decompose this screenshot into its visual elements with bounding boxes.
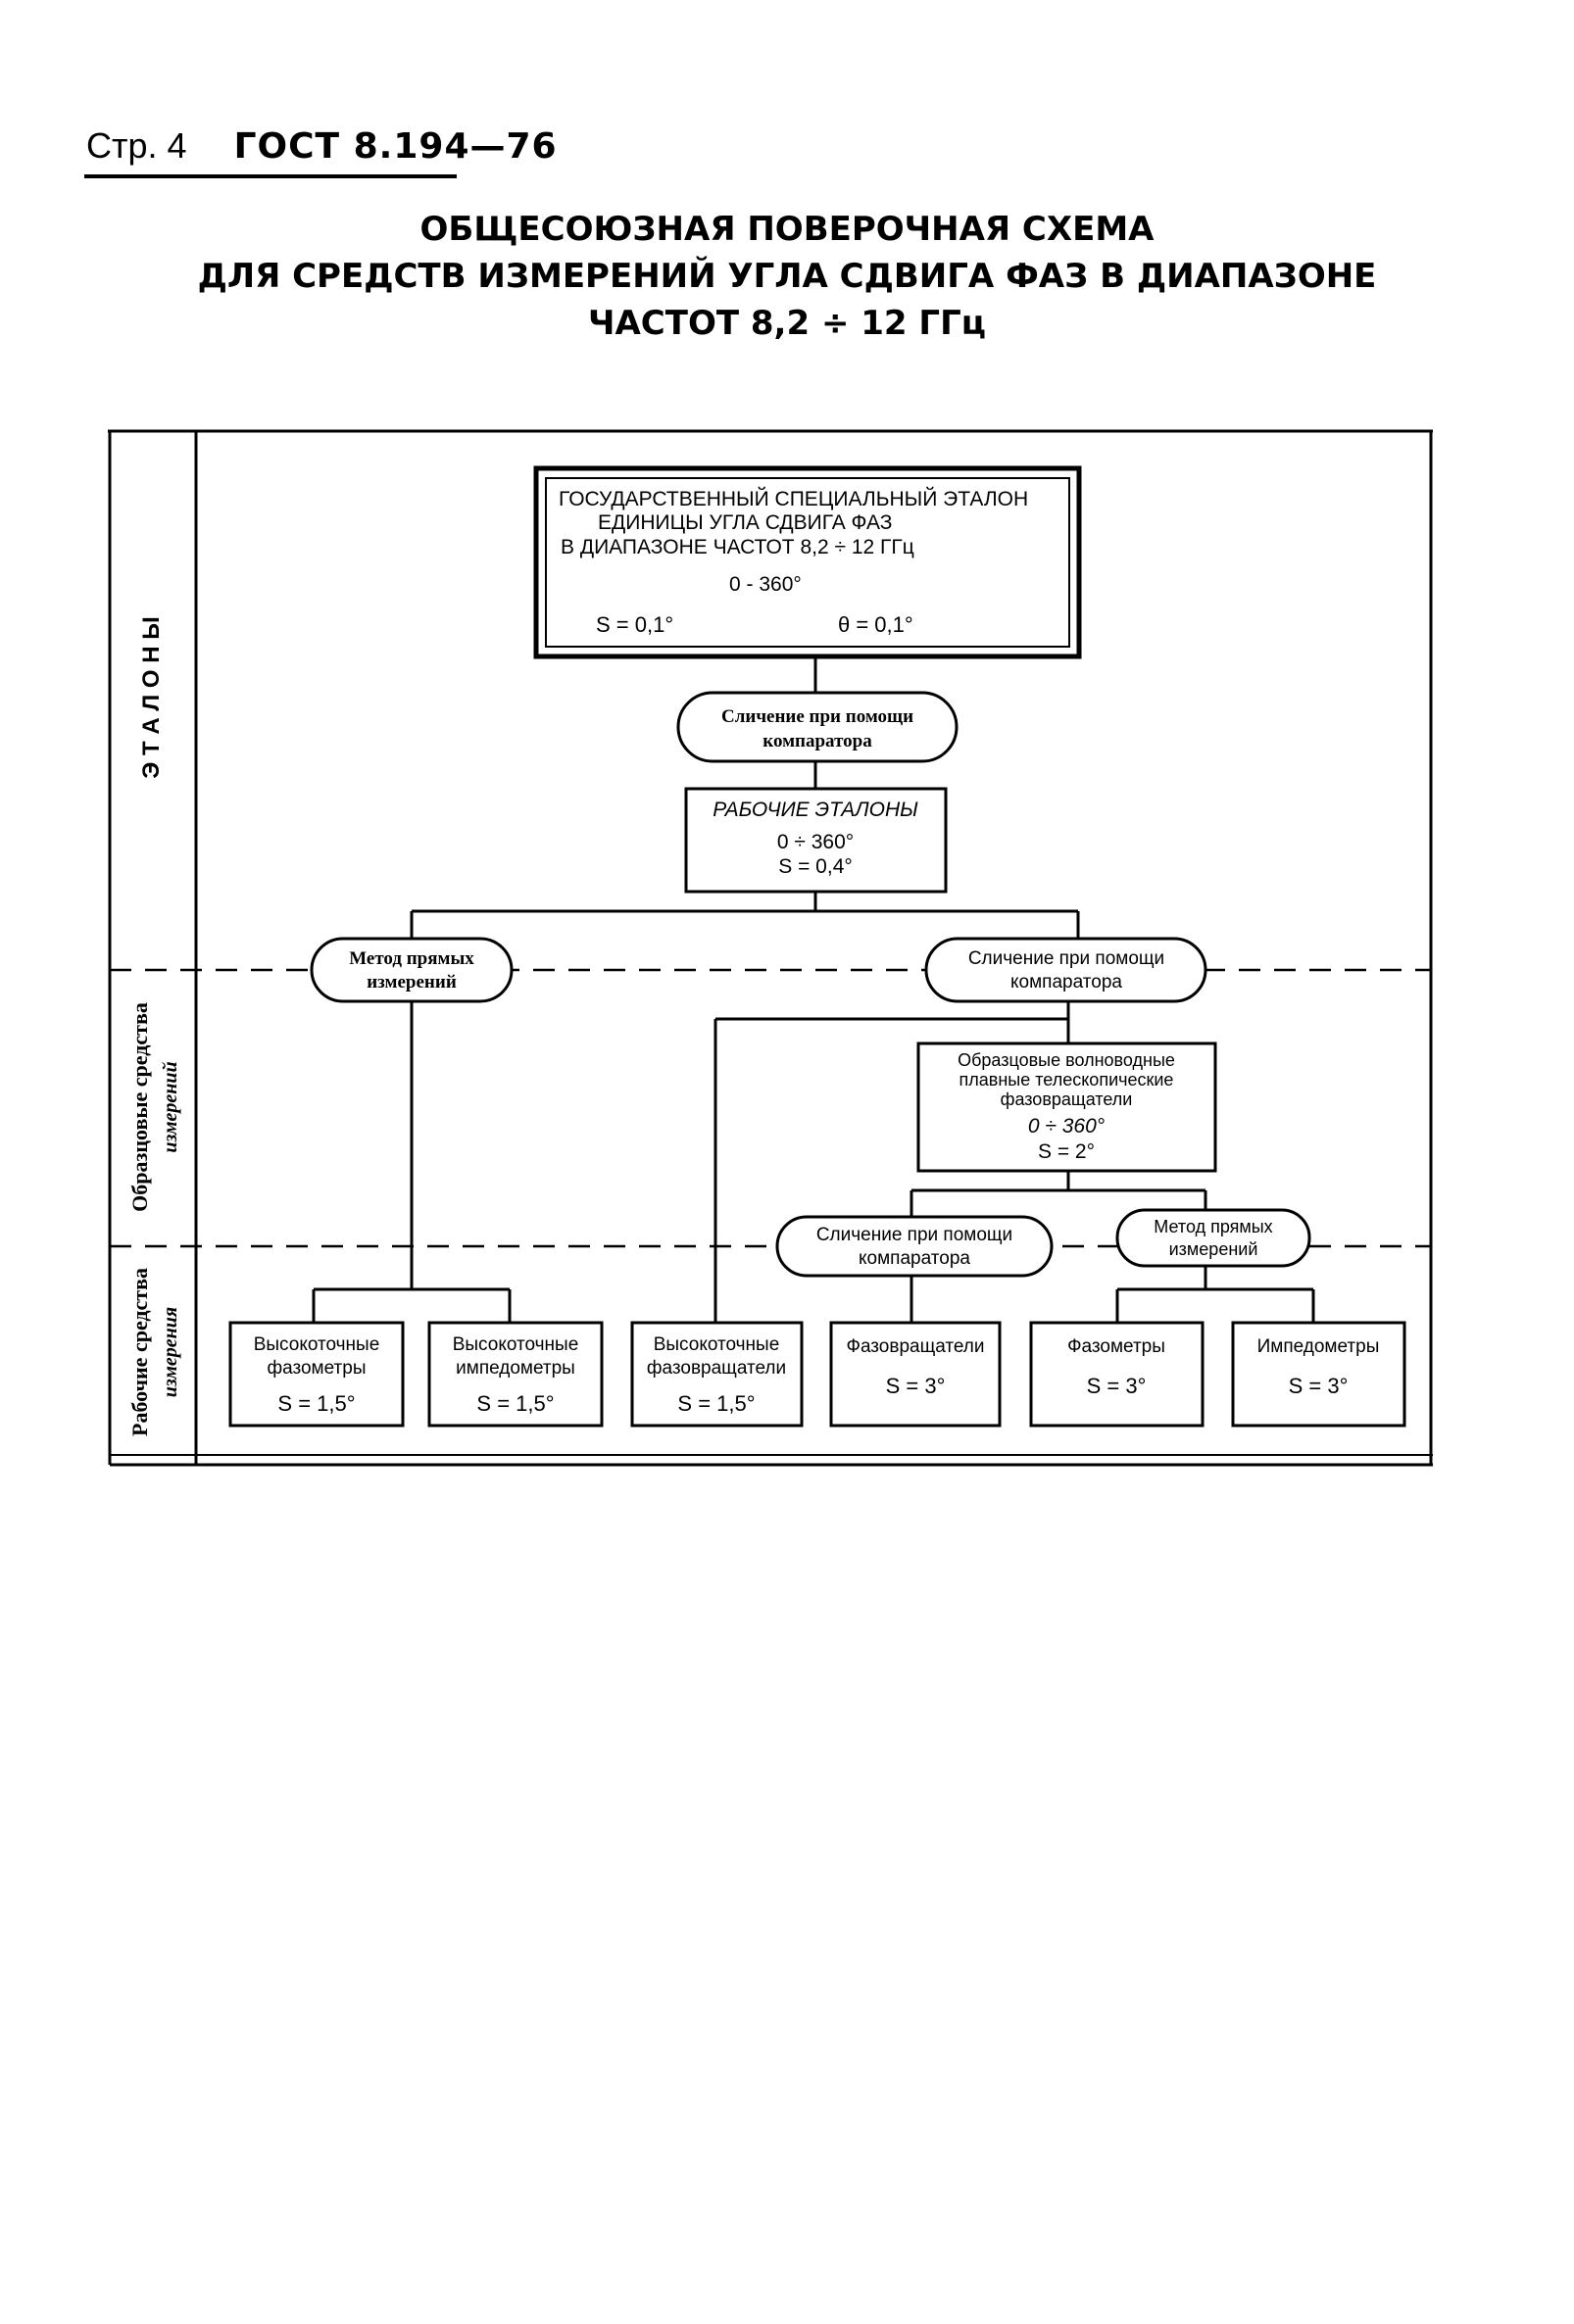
page-number: Стр. 4 bbox=[86, 125, 187, 166]
instrument-5-s: S = 3° bbox=[1087, 1374, 1147, 1398]
state-standard-range: 0 - 360° bbox=[729, 573, 802, 596]
comparison-3-line-1: Сличение при помощи bbox=[816, 1225, 1012, 1245]
working-standards-s: S = 0,4° bbox=[778, 855, 853, 878]
comparison-node-1: Сличение при помощи компаратора bbox=[676, 691, 959, 763]
direct-method-1-line-1: Метод прямых bbox=[349, 948, 474, 969]
instrument-4-s: S = 3° bbox=[886, 1374, 946, 1398]
working-standards-title: РАБОЧИЕ ЭТАЛОНЫ bbox=[713, 799, 918, 821]
header-rule bbox=[84, 174, 457, 178]
title-line-2: ДЛЯ СРЕДСТВ ИЗМЕРЕНИЙ УГЛА СДВИГА ФАЗ В … bbox=[197, 257, 1377, 296]
instrument-4-line-1: Фазовращатели bbox=[847, 1336, 985, 1357]
instrument-box-6: Импедометры S = 3° bbox=[1231, 1321, 1406, 1428]
direct-method-1-line-2: измерений bbox=[367, 972, 457, 993]
instrument-2-line-1: Высокоточные bbox=[453, 1334, 579, 1355]
direct-method-2-line-1: Метод прямых bbox=[1154, 1217, 1272, 1236]
instrument-6-line-1: Импедометры bbox=[1257, 1336, 1380, 1357]
state-standard-line-1: ГОСУДАРСТВЕННЫЙ СПЕЦИАЛЬНЫЙ ЭТАЛОН bbox=[559, 487, 1028, 510]
comparison-node-3: Сличение при помощи компаратора bbox=[775, 1215, 1054, 1278]
instrument-3-line-1: Высокоточные bbox=[654, 1334, 780, 1355]
comparison-1-line-2: компаратора bbox=[762, 731, 872, 751]
instrument-1-s: S = 1,5° bbox=[277, 1391, 355, 1416]
state-standard-line-3: В ДИАПАЗОНЕ ЧАСТОТ 8,2 ÷ 12 ГГц bbox=[561, 536, 914, 558]
instrument-2-s: S = 1,5° bbox=[476, 1391, 554, 1416]
instrument-1-line-1: Высокоточные bbox=[254, 1334, 380, 1355]
reference-shifters-line-2: плавные телескопические bbox=[959, 1070, 1174, 1089]
diagram-frame bbox=[108, 429, 1433, 1467]
section-dividers bbox=[110, 968, 1431, 1248]
instrument-6-s: S = 3° bbox=[1289, 1374, 1349, 1398]
reference-phase-shifters-box: Образцовые волноводные плавные телескопи… bbox=[916, 1041, 1217, 1173]
instrument-box-3: Высокоточные фазовращатели S = 1,5° bbox=[630, 1321, 804, 1428]
direct-method-node-1: Метод прямых измерений bbox=[310, 937, 514, 1003]
instrument-5-line-1: Фазометры bbox=[1067, 1336, 1165, 1357]
connector-lines bbox=[312, 656, 1315, 1323]
section-label-etalons: Э Т А Л О Н Ы bbox=[138, 616, 165, 778]
title-line-3: ЧАСТОТ 8,2 ÷ 12 ГГц bbox=[588, 304, 986, 343]
instrument-3-line-2: фазовращатели bbox=[647, 1358, 786, 1379]
section-label-working-2: измерения bbox=[160, 1307, 181, 1397]
instrument-box-2: Высокоточные импедометры S = 1,5° bbox=[427, 1321, 604, 1428]
comparison-3-line-2: компаратора bbox=[859, 1248, 970, 1269]
document-title: ОБЩЕСОЮЗНАЯ ПОВЕРОЧНАЯ СХЕМА ДЛЯ СРЕДСТВ… bbox=[0, 206, 1574, 347]
state-special-standard-box: ГОСУДАРСТВЕННЫЙ СПЕЦИАЛЬНЫЙ ЭТАЛОН ЕДИНИ… bbox=[533, 465, 1082, 659]
instrument-2-line-2: импедометры bbox=[456, 1358, 575, 1379]
section-label-reference-2: измерений bbox=[160, 1061, 181, 1152]
reference-shifters-line-3: фазовращатели bbox=[1001, 1089, 1133, 1109]
comparison-1-line-1: Сличение при помощи bbox=[721, 706, 913, 727]
section-label-working-1: Рабочие средства bbox=[127, 1268, 152, 1436]
reference-shifters-s: S = 2° bbox=[1038, 1140, 1095, 1163]
standard-number: ГОСТ 8.194—76 bbox=[233, 126, 558, 167]
instrument-1-line-2: фазометры bbox=[268, 1358, 367, 1379]
section-label-reference-1: Образцовые средства bbox=[127, 1002, 152, 1212]
comparison-2-line-1: Сличение при помощи bbox=[968, 948, 1164, 969]
direct-method-node-2: Метод прямых измерений bbox=[1115, 1208, 1311, 1268]
instrument-box-5: Фазометры S = 3° bbox=[1029, 1321, 1205, 1428]
state-standard-line-2: ЕДИНИЦЫ УГЛА СДВИГА ФАЗ bbox=[598, 511, 893, 534]
direct-method-2-line-2: измерений bbox=[1169, 1239, 1258, 1259]
reference-shifters-range: 0 ÷ 360° bbox=[1028, 1115, 1105, 1138]
instrument-3-s: S = 1,5° bbox=[677, 1391, 755, 1416]
state-standard-s: S = 0,1° bbox=[596, 612, 673, 637]
working-standards-box: РАБОЧИЕ ЭТАЛОНЫ 0 ÷ 360° S = 0,4° bbox=[684, 787, 948, 894]
instrument-box-4: Фазовращатели S = 3° bbox=[829, 1321, 1002, 1428]
working-standards-range: 0 ÷ 360° bbox=[777, 831, 854, 853]
title-line-1: ОБЩЕСОЮЗНАЯ ПОВЕРОЧНАЯ СХЕМА bbox=[419, 210, 1155, 249]
reference-shifters-line-1: Образцовые волноводные bbox=[958, 1050, 1175, 1070]
comparison-node-2: Сличение при помощи компаратора bbox=[924, 937, 1207, 1003]
page-header: Стр. 4 ГОСТ 8.194—76 bbox=[86, 125, 558, 167]
instrument-box-1: Высокоточные фазометры S = 1,5° bbox=[228, 1321, 405, 1428]
state-standard-theta: θ = 0,1° bbox=[838, 612, 913, 637]
comparison-2-line-2: компаратора bbox=[1010, 972, 1122, 993]
